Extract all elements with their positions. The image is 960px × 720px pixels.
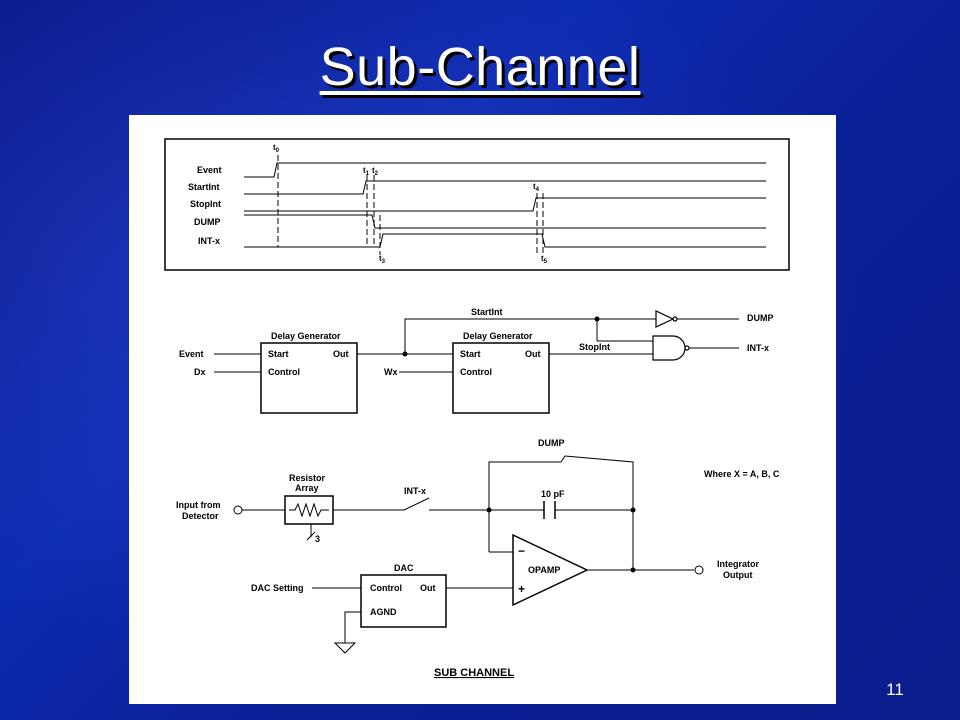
analog-circuit: DUMP Resistor Array 3 Input from Detecto…: [176, 438, 780, 679]
caption: SUB CHANNEL: [434, 667, 514, 679]
waveform-intx: [244, 233, 766, 248]
resistor-count: 3: [315, 534, 320, 544]
page-number: 11: [886, 680, 904, 699]
note-label: Where X = A, B, C: [704, 469, 780, 479]
time-t0: t0: [273, 143, 280, 154]
delay-generator-1: [260, 342, 358, 414]
output-label-1: Integrator: [717, 559, 760, 569]
dac-agnd: AGND: [370, 607, 397, 617]
logic-dx-label: Dx: [194, 367, 206, 377]
delay-generator-2-title: Delay Generator: [463, 331, 533, 341]
logic-diagram: Delay Generator Delay Generator Start Ou…: [179, 307, 774, 414]
waveform-startint: [244, 180, 766, 195]
resistor-label-1: Resistor: [289, 473, 326, 483]
dac-title: DAC: [394, 563, 414, 573]
logic-intx-label: INT-x: [747, 343, 769, 353]
opamp-symbol: [512, 533, 589, 607]
resistor-symbol: [289, 502, 329, 518]
opamp-label: OPAMP: [528, 565, 560, 575]
capacitor-label: 10 pF: [541, 489, 565, 499]
intx-switch-label: INT-x: [404, 486, 426, 496]
waveform-event: [244, 162, 766, 178]
ground-symbol: [333, 642, 357, 654]
logic-dump-label: DUMP: [747, 313, 774, 323]
resistor-label-2: Array: [295, 483, 319, 493]
waveform-dump: [244, 214, 766, 229]
timing-markers: [277, 155, 544, 255]
time-t4: t4: [533, 182, 540, 193]
logic-startint-label: StartInt: [471, 307, 503, 317]
dg1-start: Start: [268, 349, 289, 359]
diagram-panel: Event StartInt StopInt DUMP INT-x: [129, 115, 836, 704]
junction-dot: [594, 316, 600, 322]
timing-time-labels: t0 t1 t2 t3 t4 t5: [273, 143, 548, 265]
timing-waveforms: [244, 162, 766, 248]
dg1-out: Out: [333, 349, 349, 359]
dac-out: Out: [420, 583, 436, 593]
delay-generator-2: [452, 342, 550, 414]
timing-label-startint: StartInt: [188, 182, 220, 192]
junction-dot: [402, 351, 408, 357]
feedback-wires: [242, 455, 694, 643]
input-label-2: Detector: [182, 511, 219, 521]
dg2-start: Start: [460, 349, 481, 359]
timing-label-intx: INT-x: [198, 236, 220, 246]
timing-signal-labels: Event StartInt StopInt DUMP INT-x: [188, 165, 222, 246]
junction-dot: [630, 507, 636, 513]
resistor-array: [284, 495, 334, 525]
dac-control: Control: [370, 583, 402, 593]
dg1-control: Control: [268, 367, 300, 377]
logic-stopint-label: StopInt: [579, 342, 610, 352]
slide-title: Sub-Channel: [319, 37, 641, 97]
output-label-2: Output: [723, 570, 753, 580]
input-label-1: Input from: [176, 500, 221, 510]
and-gate: [652, 335, 690, 361]
logic-event-label: Event: [179, 349, 204, 359]
waveform-stopint: [244, 197, 766, 212]
timing-diagram: Event StartInt StopInt DUMP INT-x: [164, 138, 790, 271]
timing-label-dump: DUMP: [194, 217, 221, 227]
output-terminal: [694, 565, 704, 575]
logic-wx-label: Wx: [384, 367, 398, 377]
input-terminal: [233, 505, 243, 515]
timing-label-stopint: StopInt: [190, 199, 221, 209]
time-t2: t2: [372, 166, 379, 177]
junction-dot: [486, 507, 492, 513]
inverter-gate: [655, 310, 678, 328]
time-t5: t5: [541, 254, 548, 265]
time-t3: t3: [379, 254, 386, 265]
opamp-plus: +: [518, 582, 525, 596]
dac-box: [360, 574, 447, 628]
junction-dot: [630, 567, 636, 573]
dg2-control: Control: [460, 367, 492, 377]
dac-setting-label: DAC Setting: [251, 583, 304, 593]
time-t1: t1: [363, 166, 370, 177]
delay-generator-1-title: Delay Generator: [271, 331, 341, 341]
opamp-minus: −: [518, 544, 525, 558]
dg2-out: Out: [525, 349, 541, 359]
timing-label-event: Event: [197, 165, 222, 175]
dump-switch-label: DUMP: [538, 438, 565, 448]
sub-channel-diagram: Event StartInt StopInt DUMP INT-x: [164, 138, 790, 679]
